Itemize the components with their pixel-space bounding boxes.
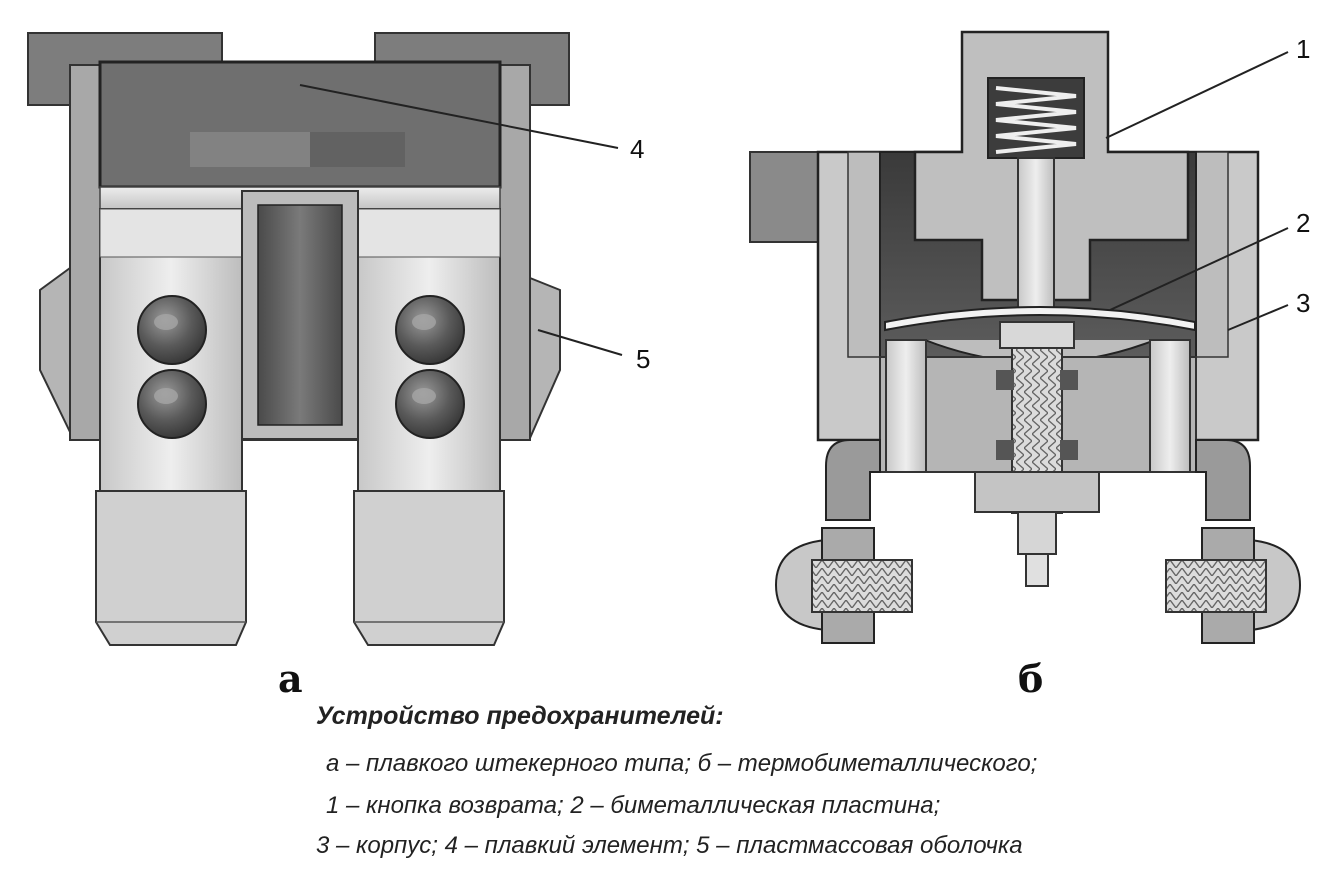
caption-title: Устройство предохранителей: <box>316 702 724 730</box>
leader-line-2 <box>1109 227 1289 311</box>
callout-2: 2 <box>1296 208 1310 238</box>
element-window-right <box>310 132 405 167</box>
left-terminal-arm <box>825 439 881 521</box>
leader-line-5 <box>537 329 623 356</box>
leader-line-3 <box>1227 304 1289 331</box>
caption-line-2: 1 – кнопка возврата; 2 – биметаллическая… <box>326 792 941 819</box>
element-window-left <box>190 132 310 167</box>
right-terminal-arm <box>1195 439 1251 521</box>
figure-b-label: б <box>1018 656 1044 701</box>
caption-line-1: а – плавкого штекерного типа; б – термоб… <box>326 750 1038 777</box>
left-contact-post <box>885 339 927 473</box>
right-blade-top <box>357 208 501 258</box>
left-side-lug <box>39 266 71 433</box>
blade-fuse-drawing: 4 5 <box>27 32 650 646</box>
plunger-shaft <box>1017 157 1055 309</box>
left-terminal-screw <box>811 559 913 613</box>
right-terminal-screw <box>1165 559 1267 613</box>
rivet-icon <box>395 295 465 365</box>
mounting-bracket <box>749 151 821 243</box>
callout-5: 5 <box>636 344 650 374</box>
callout-1: 1 <box>1296 34 1310 64</box>
spring-icon <box>995 86 1077 154</box>
leader-line-4 <box>299 84 619 149</box>
right-side-lug <box>529 276 561 439</box>
bimetal-fuse-drawing: 1 2 3 <box>749 30 1310 644</box>
fusible-element <box>98 60 502 189</box>
right-contact-post <box>1149 339 1191 473</box>
caption-line-3: 3 – корпус; 4 – плавкий элемент; 5 – пла… <box>316 832 1023 859</box>
callout-4: 4 <box>630 134 644 164</box>
leader-line-1 <box>1105 51 1289 139</box>
callout-3: 3 <box>1296 288 1310 318</box>
rivet-icon <box>137 295 207 365</box>
left-blade-top <box>99 208 243 258</box>
center-slot <box>257 204 343 426</box>
rivet-icon <box>137 369 207 439</box>
bimetal-plate <box>884 306 1196 332</box>
figure-a-label: а <box>278 656 303 701</box>
rivet-icon <box>395 369 465 439</box>
